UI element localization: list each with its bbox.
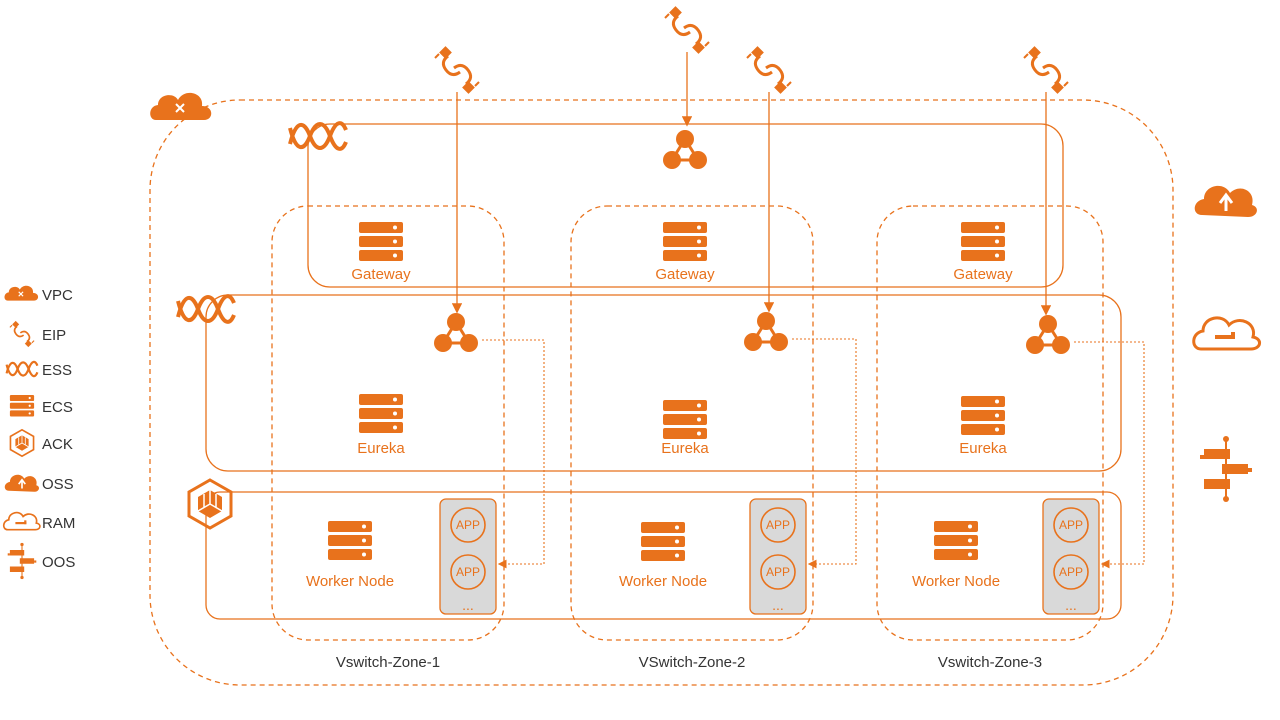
slb-to-app-connector (482, 339, 545, 569)
zone-boundary (271, 205, 505, 641)
app-circle (450, 507, 486, 543)
ack-worker-group (205, 491, 1122, 620)
oss-icon (1193, 184, 1259, 219)
app-panel (439, 498, 497, 615)
eureka-ecs-icon (663, 400, 707, 439)
app-circle (450, 554, 486, 590)
vpc-boundary (149, 99, 1174, 686)
legend-item-ess: ESS (5, 360, 72, 379)
app-panel (749, 498, 807, 615)
worker-node-label: Worker Node (306, 573, 394, 590)
legend-label: ECS (42, 399, 73, 416)
more-apps-label: ... (462, 597, 474, 613)
legend-item-oss: OSS (3, 473, 74, 493)
gateway-label: Gateway (655, 266, 715, 283)
more-apps-label: ... (772, 597, 784, 613)
legend-label: OSS (42, 476, 74, 493)
app-label: APP (766, 518, 790, 532)
legend-label: ESS (42, 362, 72, 379)
zone-label: VSwitch-Zone-2 (639, 654, 746, 671)
oos-icon (7, 542, 37, 580)
eureka-slb-icon (1024, 313, 1072, 356)
legend-item-ack: ACK (9, 428, 73, 458)
eureka-slb-icon (742, 310, 790, 353)
gateway-label: Gateway (351, 266, 411, 283)
eip-icon (1022, 44, 1070, 96)
app-label: APP (1059, 518, 1083, 532)
vpc-icon (3, 285, 39, 302)
eip-icon (745, 44, 793, 96)
worker-node-label: Worker Node (619, 573, 707, 590)
worker-ecs-icon (934, 521, 978, 560)
app-circle (1053, 554, 1089, 590)
slb-to-app-connector (1074, 341, 1145, 569)
app-label: APP (456, 565, 480, 579)
ecs-icon (9, 395, 35, 417)
gateway-slb-icon (661, 128, 709, 171)
legend-item-vpc: VPC (3, 285, 73, 304)
eip-icon (9, 320, 35, 348)
ess-icon (5, 360, 39, 378)
legend-label: ACK (42, 436, 73, 453)
app-circle (760, 554, 796, 590)
eureka-slb-icon (432, 311, 480, 354)
legend-item-eip: EIP (9, 320, 66, 348)
legend-label: EIP (42, 327, 66, 344)
gateway-ecs-icon (359, 222, 403, 261)
gateway-ecs-icon (961, 222, 1005, 261)
eureka-ess-group (205, 294, 1122, 472)
zone-label: Vswitch-Zone-3 (938, 654, 1042, 671)
ack-icon (9, 428, 35, 458)
worker-ecs-icon (641, 522, 685, 561)
app-panel (1042, 498, 1100, 615)
eureka-ecs-icon (961, 396, 1005, 435)
ack-icon (187, 478, 233, 530)
eureka-label: Eureka (661, 440, 709, 457)
eureka-ecs-icon (359, 394, 403, 433)
vpc-cloud-icon (149, 91, 213, 121)
app-label: APP (1059, 565, 1083, 579)
eureka-label: Eureka (357, 440, 405, 457)
oos-icon (1199, 435, 1253, 503)
legend-item-ecs: ECS (9, 395, 73, 417)
ram-icon (1192, 316, 1262, 351)
legend-item-ram: RAM (2, 511, 75, 532)
zone-label: Vswitch-Zone-1 (336, 654, 440, 671)
legend-item-oos: OOS (7, 542, 75, 580)
legend-label: VPC (42, 287, 73, 304)
slb-to-app-connector (792, 338, 857, 569)
gateway-label: Gateway (953, 266, 1013, 283)
oss-icon (3, 473, 40, 493)
zone-boundary (570, 205, 814, 641)
eip-icon (433, 44, 481, 96)
app-label: APP (766, 565, 790, 579)
worker-node-label: Worker Node (912, 573, 1000, 590)
legend: VPC EIP ESS ECS ACK OSS RAM OOS (2, 285, 75, 580)
ram-icon (2, 511, 41, 531)
app-circle (760, 507, 796, 543)
zone-boundary (876, 205, 1104, 641)
app-label: APP (456, 518, 480, 532)
worker-ecs-icon (328, 521, 372, 560)
more-apps-label: ... (1065, 597, 1077, 613)
legend-label: RAM (42, 515, 75, 532)
eureka-label: Eureka (959, 440, 1007, 457)
legend-label: OOS (42, 554, 75, 571)
eip-icon (663, 4, 711, 56)
app-circle (1053, 507, 1089, 543)
gateway-ecs-icon (663, 222, 707, 261)
